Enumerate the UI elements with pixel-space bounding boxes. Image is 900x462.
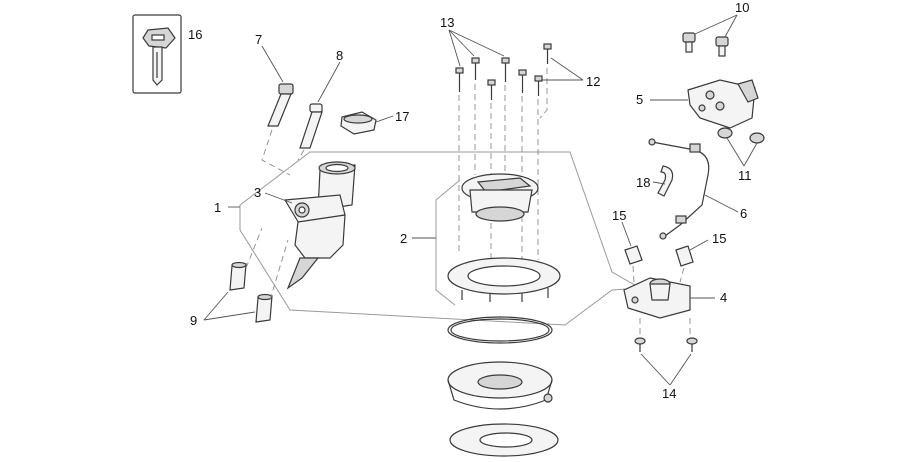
callout-8: 8	[336, 48, 343, 63]
cap-flange-ring	[447, 257, 561, 302]
latch-body-part-4	[623, 277, 691, 319]
callout-3: 3	[254, 185, 261, 200]
callout-15-left: 15	[612, 208, 626, 223]
callout-15-right: 15	[712, 231, 726, 246]
group-outline-fuel-cap	[435, 179, 461, 306]
screw-part-7	[261, 83, 294, 176]
leader-lines	[203, 14, 758, 386]
clips-part-15	[624, 245, 694, 283]
screws-part-10	[682, 32, 729, 57]
screws-part-14	[634, 318, 698, 352]
callout-5: 5	[636, 92, 643, 107]
pin-part-8	[297, 103, 323, 161]
bracket-part-5	[687, 79, 759, 129]
ring-part-17	[340, 111, 377, 135]
callout-11: 11	[738, 168, 752, 183]
filler-neck-bowl	[447, 361, 553, 410]
sleeve-parts-9	[229, 227, 289, 323]
callout-12: 12	[586, 74, 600, 89]
callout-2: 2	[400, 231, 407, 246]
callout-18: 18	[636, 175, 650, 190]
fuel-cap-part-2	[461, 173, 539, 222]
ignition-lock-assembly	[283, 161, 356, 290]
callout-4: 4	[720, 290, 727, 305]
hose-part-18	[657, 165, 674, 197]
cable-part-6	[648, 138, 710, 240]
screws-parts-12-13	[455, 43, 552, 270]
callout-14: 14	[662, 386, 676, 401]
grommets-part-11	[717, 127, 765, 144]
key-part-16	[132, 14, 182, 94]
callout-13: 13	[440, 15, 454, 30]
callout-10: 10	[735, 0, 749, 15]
callout-7: 7	[255, 32, 262, 47]
callout-17: 17	[395, 109, 409, 124]
callout-6: 6	[740, 206, 747, 221]
callout-16: 16	[188, 27, 202, 42]
callout-9: 9	[190, 313, 197, 328]
bottom-flange-plate	[449, 423, 559, 457]
gasket-ring	[447, 316, 553, 344]
callout-1: 1	[214, 200, 221, 215]
